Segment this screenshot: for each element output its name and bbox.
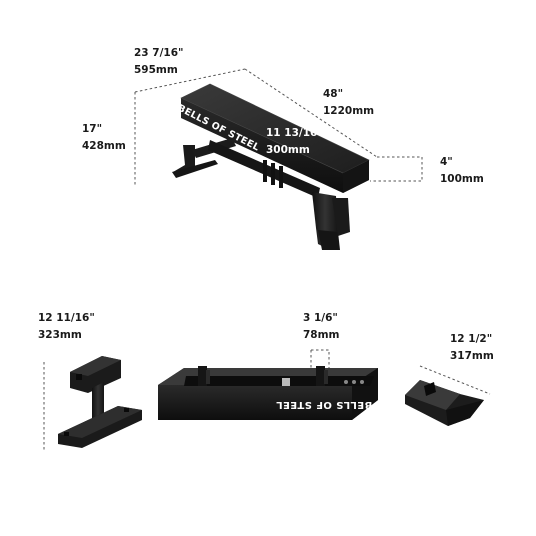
dimension-lines-assembled	[134, 68, 423, 185]
pad-thickness-metric: 100mm	[440, 173, 484, 185]
leg-length-label: 12 1/2" 317mm	[450, 331, 494, 365]
pad-width-label: 11 13/16" 300mm	[266, 125, 323, 159]
leg-bracket-part	[405, 380, 484, 426]
height-label: 17" 428mm	[82, 121, 126, 155]
slot-width-label: 3 1/6" 78mm	[303, 310, 340, 344]
assembled-bench	[172, 83, 370, 250]
height-imperial: 17"	[82, 123, 103, 135]
leg-height-metric: 323mm	[38, 329, 82, 341]
slot-width-dimension-line	[310, 349, 330, 372]
length-imperial: 48"	[323, 88, 344, 100]
slot-width-imperial: 3 1/6"	[303, 312, 338, 324]
length-dimension-line	[244, 68, 378, 158]
leg-assembly-part	[58, 356, 142, 448]
leg-height-imperial: 12 11/16"	[38, 312, 95, 324]
length-metric: 1220mm	[323, 105, 375, 117]
leg-length-imperial: 12 1/2"	[450, 333, 493, 345]
width-top-imperial: 23 7/16"	[134, 47, 184, 59]
width-top-label: 23 7/16" 595mm	[134, 45, 184, 79]
width-dimension-line	[134, 68, 246, 93]
width-top-metric: 595mm	[134, 64, 178, 76]
brand-wordmark-parts: BELLS OF STEEL	[275, 399, 373, 410]
pad-with-rail-part	[158, 366, 378, 420]
leg-length-metric: 317mm	[450, 350, 494, 362]
slot-width-metric: 78mm	[303, 329, 340, 341]
pad-thickness-label: 4" 100mm	[440, 154, 484, 188]
pad-width-imperial: 11 13/16"	[266, 127, 323, 139]
length-label: 48" 1220mm	[323, 86, 374, 120]
dimension-lines-parts	[43, 349, 491, 450]
leg-height-label: 12 11/16" 323mm	[38, 310, 95, 344]
height-metric: 428mm	[82, 140, 126, 152]
pad-width-metric: 300mm	[266, 144, 310, 156]
thickness-dimension-line	[370, 156, 423, 182]
pad-thickness-imperial: 4"	[440, 156, 453, 168]
